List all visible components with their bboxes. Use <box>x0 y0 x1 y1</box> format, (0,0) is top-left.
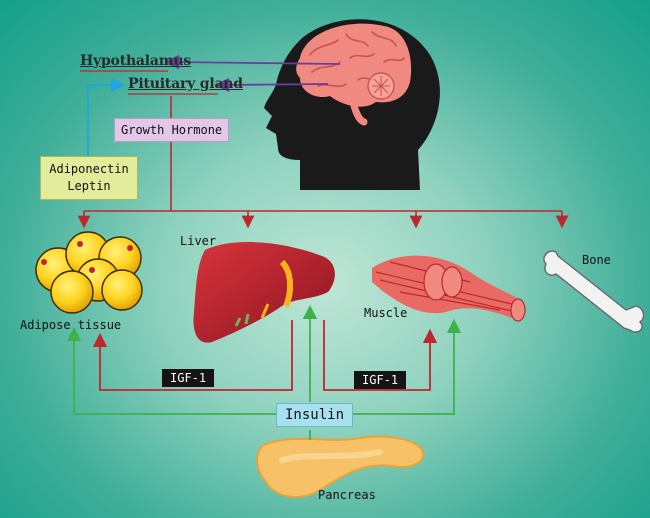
head-brain-icon <box>264 19 440 190</box>
liver-icon <box>193 242 335 343</box>
growth-hormone-arrows <box>77 96 569 229</box>
pancreas-label: Pancreas <box>318 488 376 502</box>
adipokine-arrow <box>87 77 126 158</box>
muscle-label: Muscle <box>364 306 408 320</box>
adipokine-box: Adiponectin Leptin <box>40 156 138 200</box>
pituitary-label: Pituitary gland <box>128 76 243 92</box>
pancreas-icon <box>256 435 425 498</box>
igf1-right-label: IGF-1 <box>362 373 399 387</box>
igf1-left-box: IGF-1 <box>162 369 215 387</box>
igf1-right-box: IGF-1 <box>354 371 407 389</box>
growth-hormone-label: Growth Hormone <box>121 123 223 137</box>
adipose-label: Adipose tissue <box>20 318 122 332</box>
bone-icon <box>543 250 645 333</box>
adipose-cells-icon <box>35 231 143 314</box>
pituitary-arrow <box>214 77 329 93</box>
muscle-icon <box>372 255 526 322</box>
hypothalamus-label: Hypothalamus <box>80 53 192 69</box>
insulin-label: Insulin <box>285 407 345 423</box>
growth-hormone-box: Growth Hormone <box>114 118 230 142</box>
leptin-label: Leptin <box>67 179 111 193</box>
bone-label: Bone <box>582 253 611 267</box>
igf1-arrows <box>92 320 438 391</box>
insulin-box: Insulin <box>276 403 354 427</box>
igf1-left-label: IGF-1 <box>170 371 207 385</box>
hypothalamus-arrow <box>164 54 341 70</box>
liver-label: Liver <box>180 234 217 248</box>
insulin-arrows <box>66 304 462 440</box>
adiponectin-label: Adiponectin <box>49 162 129 176</box>
